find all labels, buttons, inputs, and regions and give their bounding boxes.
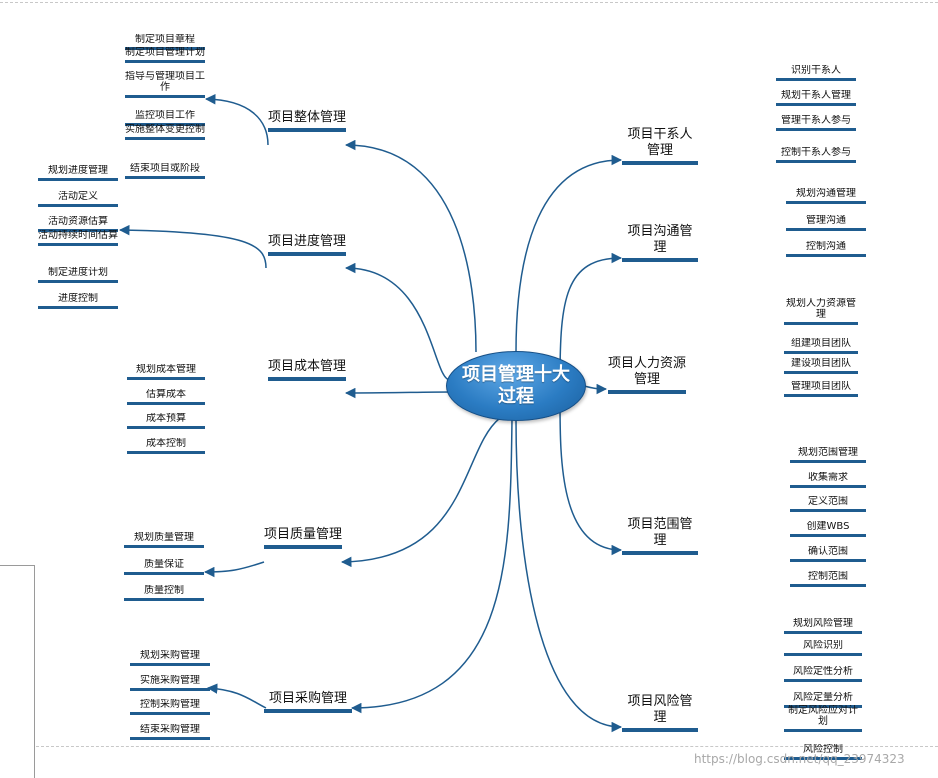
leaf-stakeholder-2[interactable]: 规划干系人管理 (776, 90, 856, 106)
leaf-schedule-2[interactable]: 活动定义 (38, 191, 118, 207)
leaf-procurement-2[interactable]: 实施采购管理 (130, 675, 210, 691)
leaf-schedule-3[interactable]: 活动资源估算 (38, 216, 118, 232)
leaf-scope-4[interactable]: 创建WBS (790, 521, 866, 537)
leaf-schedule-6[interactable]: 进度控制 (38, 293, 118, 309)
connector-communication (559, 252, 623, 381)
connector-schedule (344, 262, 451, 381)
leaf-integration-1[interactable]: 制定项目章程 (125, 34, 205, 50)
connector-stakeholder (515, 154, 623, 353)
branch-quality[interactable]: 项目质量管理 (264, 527, 342, 549)
page-frame (0, 565, 35, 778)
watermark: https://blog.csdn.net/qq_23974323 (694, 752, 905, 766)
leaf-risk-4[interactable]: 风险定量分析 (784, 692, 862, 708)
leaf-cost-4[interactable]: 成本控制 (127, 438, 205, 454)
leaf-risk-2[interactable]: 风险识别 (784, 640, 862, 656)
connector-quality-leaves (203, 561, 265, 578)
leaf-scope-3[interactable]: 定义范围 (790, 496, 866, 512)
connector-integration-leaves (204, 93, 269, 146)
leaf-schedule-1[interactable]: 规划进度管理 (38, 165, 118, 181)
leaf-integration-6[interactable]: 结束项目或阶段 (125, 163, 205, 179)
leaf-risk-5[interactable]: 制定风险应对计划 (784, 705, 862, 732)
leaf-procurement-3[interactable]: 控制采购管理 (130, 699, 210, 715)
leaf-communication-1[interactable]: 规划沟通管理 (786, 188, 866, 204)
leaf-integration-4[interactable]: 监控项目工作 (125, 110, 205, 126)
leaf-quality-1[interactable]: 规划质量管理 (124, 532, 204, 548)
branch-cost[interactable]: 项目成本管理 (268, 359, 346, 381)
leaf-integration-3[interactable]: 指导与管理项目工作 (125, 71, 205, 98)
connector-quality (340, 417, 501, 568)
leaf-hr-2[interactable]: 组建项目团队 (784, 338, 858, 354)
leaf-risk-1[interactable]: 规划风险管理 (784, 618, 862, 634)
branch-hr[interactable]: 项目人力资源管理 (608, 356, 686, 394)
branch-scope[interactable]: 项目范围管理 (622, 517, 698, 555)
leaf-integration-2[interactable]: 制定项目管理计划 (125, 47, 205, 63)
leaf-scope-1[interactable]: 规划范围管理 (790, 447, 866, 463)
leaf-scope-6[interactable]: 控制范围 (790, 571, 866, 587)
leaf-communication-2[interactable]: 管理沟通 (786, 215, 866, 231)
connector-cost (344, 387, 453, 399)
leaf-quality-3[interactable]: 质量控制 (124, 585, 204, 601)
leaf-hr-1[interactable]: 规划人力资源管理 (784, 298, 858, 325)
branch-integration[interactable]: 项目整体管理 (268, 110, 346, 132)
center-node[interactable]: 项目管理十大过程 (446, 351, 586, 421)
leaf-scope-2[interactable]: 收集需求 (790, 472, 866, 488)
leaf-risk-3[interactable]: 风险定性分析 (784, 666, 862, 682)
connector-schedule-leaves (118, 224, 267, 269)
leaf-risk-6[interactable]: 风险控制 (784, 744, 862, 760)
leaf-schedule-4[interactable]: 活动持续时间估算 (38, 230, 118, 246)
leaf-cost-3[interactable]: 成本预算 (127, 413, 205, 429)
connector-hr (583, 383, 608, 395)
branch-stakeholder[interactable]: 项目干系人管理 (622, 127, 698, 165)
leaf-cost-2[interactable]: 估算成本 (127, 389, 205, 405)
leaf-scope-5[interactable]: 确认范围 (790, 546, 866, 562)
leaf-quality-2[interactable]: 质量保证 (124, 559, 204, 575)
connector-procurement (350, 419, 513, 714)
leaf-cost-1[interactable]: 规划成本管理 (127, 364, 205, 380)
leaf-communication-3[interactable]: 控制沟通 (786, 241, 866, 257)
leaf-procurement-1[interactable]: 规划采购管理 (130, 650, 210, 666)
leaf-integration-5[interactable]: 实施整体变更控制 (125, 124, 205, 140)
leaf-procurement-4[interactable]: 结束采购管理 (130, 724, 210, 740)
branch-procurement[interactable]: 项目采购管理 (264, 691, 352, 713)
connector-integration (344, 139, 477, 353)
connector-risk (515, 419, 623, 733)
leaf-hr-4[interactable]: 管理项目团队 (784, 381, 858, 397)
page-border-bottom (36, 746, 938, 747)
connector-scope (559, 399, 623, 556)
leaf-stakeholder-4[interactable]: 控制干系人参与 (776, 147, 856, 163)
branch-schedule[interactable]: 项目进度管理 (268, 234, 346, 256)
page-border-top (0, 2, 938, 3)
branch-communication[interactable]: 项目沟通管理 (622, 224, 698, 262)
branch-risk[interactable]: 项目风险管理 (622, 694, 698, 732)
leaf-stakeholder-1[interactable]: 识别干系人 (776, 65, 856, 81)
leaf-hr-3[interactable]: 建设项目团队 (784, 358, 858, 374)
center-title: 项目管理十大过程 (462, 364, 570, 407)
connector-procurement-leaves (206, 683, 267, 709)
leaf-schedule-5[interactable]: 制定进度计划 (38, 267, 118, 283)
leaf-stakeholder-3[interactable]: 管理干系人参与 (776, 115, 856, 131)
